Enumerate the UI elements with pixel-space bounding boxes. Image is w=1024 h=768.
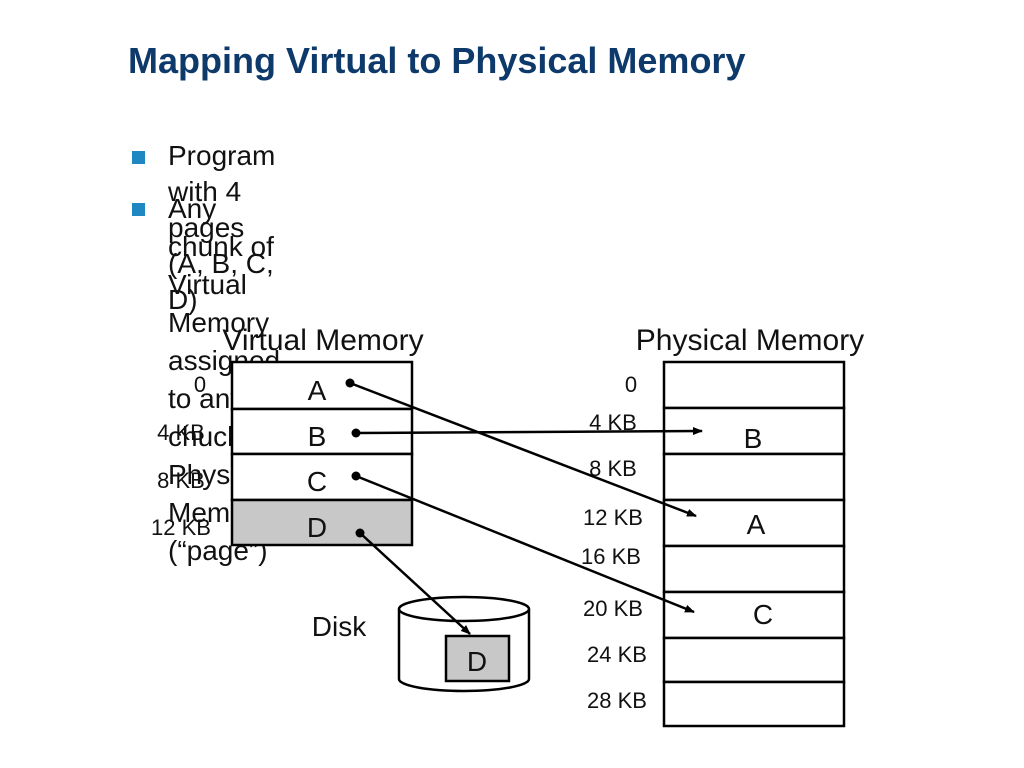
bullet-square-icon (132, 151, 145, 164)
virtual-offset-label: 8 KB (157, 468, 205, 493)
virtual-offset-label: 4 KB (157, 420, 205, 445)
virtual-page-label: C (307, 466, 327, 497)
disk-page-label: D (467, 646, 487, 677)
physical-frame-block (662, 636, 846, 684)
arrow-c-to-frame (355, 474, 695, 614)
physical-frame-label: C (753, 599, 773, 630)
physical-offset-label: 16 KB (581, 544, 641, 569)
bullet-item-1: Program with 4 pages (A, B, C, D) (132, 138, 275, 318)
virtual-page-label: B (308, 421, 327, 452)
disk-top (397, 595, 531, 623)
physical-offset-label: 24 KB (587, 642, 647, 667)
virtual-page-label: A (308, 375, 327, 406)
physical-frame-block (662, 680, 846, 728)
physical-frame-label: B (744, 423, 763, 454)
bullet-square-icon (132, 203, 145, 216)
virtual-memory-table: A B C D 0 4 KB 8 KB 12 KB (151, 360, 414, 547)
physical-offset-label: 28 KB (587, 688, 647, 713)
virtual-page-label: D (307, 512, 327, 543)
physical-offset-label: 0 (625, 372, 637, 397)
physical-offset-label: 12 KB (583, 505, 643, 530)
bullet-text-1: Program with 4 pages (A, B, C, D) (168, 140, 276, 315)
virtual-offset-label: 0 (194, 372, 206, 397)
physical-frame-block (662, 360, 846, 410)
arrow-a-to-frame (349, 381, 697, 518)
physical-memory-table: B A C 0 4 KB 8 KB 12 KB 16 KB 20 KB 24 K… (581, 360, 846, 728)
disk-page-block (444, 634, 511, 683)
physical-memory-label: Physical Memory (636, 324, 864, 357)
disk-cylinder: D (397, 595, 531, 693)
arrow-d-to-disk (359, 532, 471, 635)
page-title: Mapping Virtual to Physical Memory (128, 40, 746, 81)
physical-frame-block (662, 452, 846, 502)
physical-frame-block (662, 590, 846, 640)
virtual-offset-label: 12 KB (151, 515, 211, 540)
virtual-page-block-swapped (230, 498, 414, 547)
arrow-b-to-frame (355, 427, 703, 436)
virtual-memory-label: Virtual Memory (222, 324, 423, 357)
physical-frame-label: A (747, 509, 766, 540)
mapping-arrows (345, 378, 703, 635)
physical-frame-block (662, 544, 846, 594)
physical-offset-label: 20 KB (583, 596, 643, 621)
disk-label: Disk (312, 611, 367, 642)
